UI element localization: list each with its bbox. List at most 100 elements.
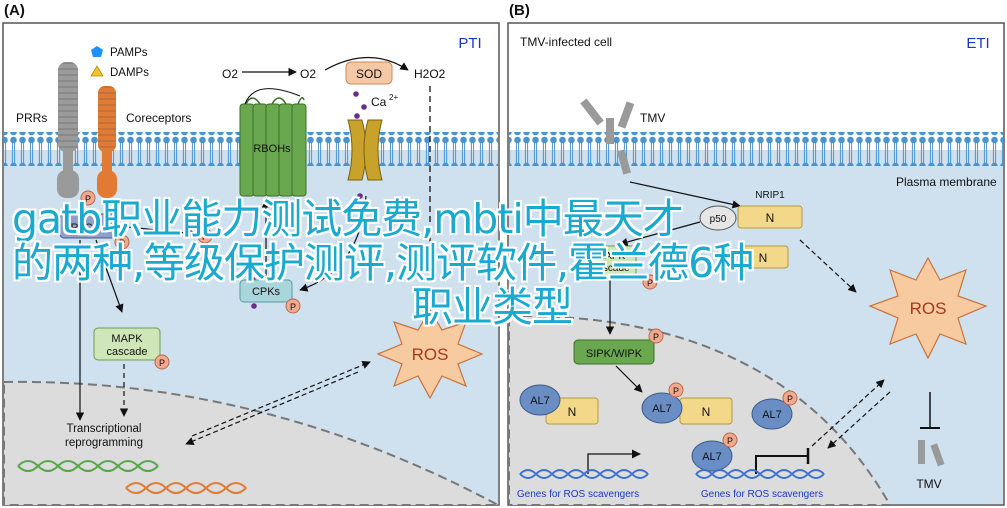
arrow-sod-to-h2o2 — [324, 56, 409, 71]
o2-radical-label: O2 — [300, 67, 316, 81]
rboh-helix — [291, 103, 307, 197]
phospho-p-icon — [197, 228, 213, 244]
al7-label: AL7 — [702, 451, 722, 463]
phospho-p-label: P — [647, 278, 653, 288]
arrow-rlcks-to-mapk — [95, 239, 124, 313]
ca-ion-icon — [251, 303, 257, 309]
mapk-cascade-box-b — [585, 245, 637, 277]
sod-box — [345, 61, 393, 85]
panel-b-membrane — [509, 132, 1003, 166]
panel-b-letter: (B) — [509, 2, 530, 19]
ca-ion-icon — [357, 193, 363, 199]
phospho-p-icon — [642, 274, 658, 290]
phospho-p-icon — [285, 298, 301, 314]
ca-channel-left — [347, 119, 367, 181]
phospho-p-icon — [668, 382, 684, 398]
nrip1-label: NRIP1 — [755, 190, 785, 201]
phospho-p-icon — [782, 390, 798, 406]
n-protein-box — [737, 245, 789, 269]
coreceptors-label: Coreceptors — [126, 111, 191, 125]
arrow-complex-to-ros — [799, 239, 857, 293]
eti-label: ETI — [966, 35, 989, 52]
coreceptor-kinase — [97, 170, 117, 198]
arrow-ros-to-nucleus — [185, 371, 359, 445]
dna-strand-blue — [695, 469, 825, 479]
tmv-rod-icon — [930, 443, 945, 467]
n-label: N — [766, 211, 775, 225]
rboh-helix — [239, 103, 255, 197]
prr-receptor — [57, 62, 79, 198]
arrow-ca-to-cpks — [299, 195, 367, 292]
al7-label: AL7 — [530, 395, 550, 407]
dna-strand-green — [17, 460, 159, 472]
al7-ellipse — [519, 384, 561, 416]
p50-ellipse — [699, 205, 737, 231]
ros-label-b: ROS — [910, 299, 947, 318]
panel-b: ETI TMV-infected cell TMV Plasma membran… — [507, 22, 1005, 506]
ca-channel-right — [363, 119, 383, 181]
mapk-b-label-1: MAPK — [597, 251, 626, 262]
sipk-label: SIPK/WIPK — [586, 348, 643, 360]
prr-tm — [63, 150, 73, 172]
prrs-label: PRRs — [16, 111, 47, 125]
pamps-pentagon-icon — [91, 46, 103, 57]
pti-label: PTI — [458, 35, 481, 52]
ca-ion-icon — [353, 91, 359, 97]
al7-ellipse — [641, 392, 683, 424]
ros-burst-a — [376, 308, 484, 400]
dna-strand-green — [17, 460, 159, 472]
p50-label: p50 — [710, 214, 727, 225]
n-protein-box — [737, 205, 803, 229]
rlcks-box — [59, 213, 117, 239]
o2-label: O2 — [222, 67, 238, 81]
legend-damps: DAMPs — [110, 67, 149, 79]
arrow-rlcks-to-rboh — [117, 225, 197, 238]
genes-label-1: Genes for ROS scavengers — [517, 489, 639, 500]
ca-label: Ca — [371, 95, 387, 109]
dna-strand-blue — [519, 469, 649, 479]
dna-strand-orange — [125, 482, 247, 494]
al7-label: AL7 — [762, 409, 782, 421]
transcriptional-label-2: reprogramming — [65, 437, 143, 449]
phospho-p-label: P — [653, 332, 659, 342]
rboh-channel — [239, 97, 307, 197]
cpks-box — [239, 279, 293, 303]
legend-pamps: PAMPs — [110, 47, 148, 59]
ros-label-a: ROS — [412, 345, 449, 364]
transcriptional-label-1: Transcriptional — [67, 423, 142, 435]
rboh-loops — [245, 97, 305, 105]
mapk-label-1: MAPK — [111, 333, 143, 345]
ca-charge: 2+ — [389, 93, 398, 102]
phospho-p-icon — [722, 432, 738, 448]
prr-grooves — [58, 62, 78, 152]
coreceptor — [97, 86, 117, 198]
h2o2-label: H2O2 — [414, 67, 446, 81]
n-label: N — [568, 405, 577, 419]
n-label: N — [759, 251, 768, 265]
ca-ion-icon — [354, 113, 360, 119]
repression-bar-icon — [755, 455, 808, 474]
prr-kinase — [57, 170, 79, 198]
tmv-rod-icon — [606, 118, 614, 144]
phospho-p-icon — [114, 234, 130, 250]
tmv-rod-icon — [617, 149, 631, 175]
ca-ion-icon — [361, 104, 367, 110]
tmv-rod-icon — [580, 98, 604, 126]
phospho-p-icon — [154, 354, 170, 370]
phospho-p-label: P — [290, 302, 296, 312]
phospho-p-label: P — [787, 394, 793, 404]
arrow-sipk-to-al7 — [615, 365, 643, 393]
genes-label-2: Genes for ROS scavengers — [701, 489, 823, 500]
arrow-genes-to-ros — [811, 379, 885, 447]
plasma-membrane-label: Plasma membrane — [896, 175, 997, 189]
tmv-rod-icon — [918, 440, 925, 464]
sod-label: SOD — [356, 67, 382, 81]
phospho-p-label: P — [727, 436, 733, 446]
arrow-ros-to-genes — [827, 391, 891, 449]
phospho-p-icon — [648, 328, 664, 344]
phospho-p-icon — [80, 190, 96, 206]
cpks-label: CPKs — [252, 286, 281, 298]
tmv-rod-icon — [617, 101, 635, 129]
arrow-complex-to-mapk — [619, 221, 701, 247]
